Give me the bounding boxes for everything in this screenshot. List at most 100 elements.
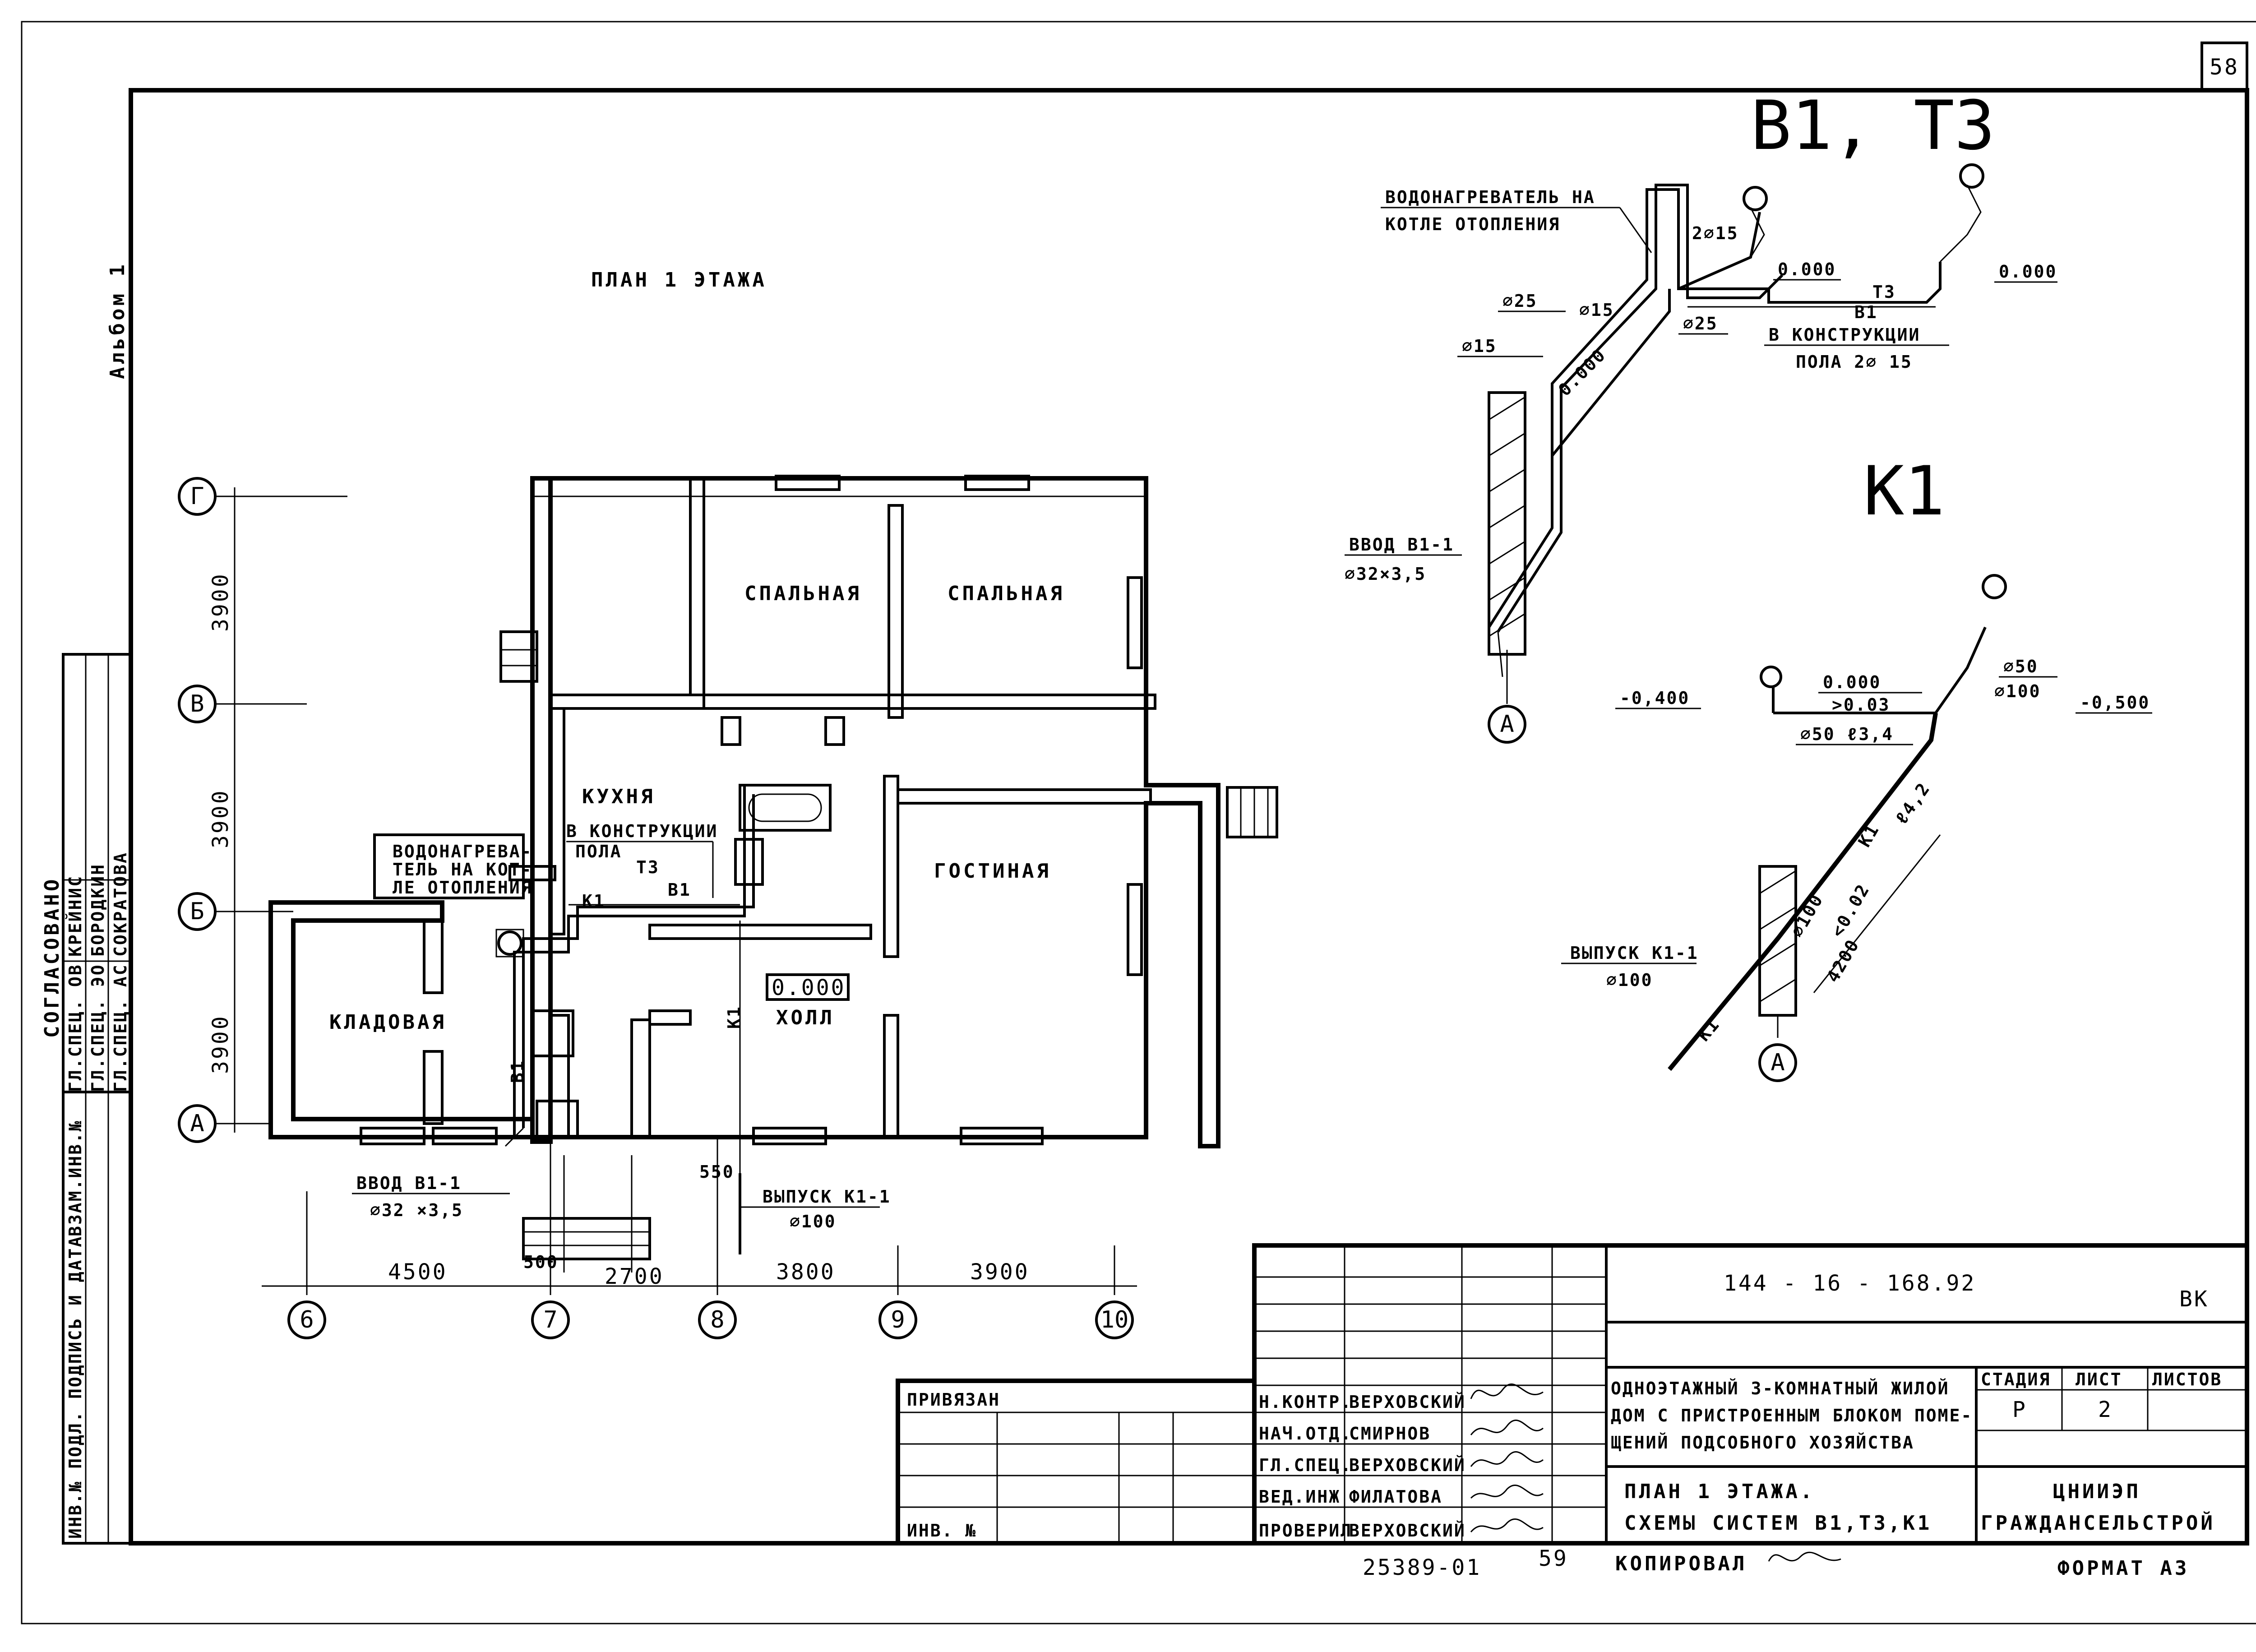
k1-lvl-left: -0,400 — [1620, 688, 1690, 708]
k1-outlet-2: ⌀100 — [1606, 970, 1653, 990]
pipe-label-k1-riser: К1 — [724, 1005, 744, 1029]
col-axis-6: 6 — [300, 1306, 314, 1333]
scheme-b1-t3: В1, Т3 ВОДОНАГРЕВАТЕЛЬ НА КОТЛЕ ОТОПЛЕНИ… — [1345, 87, 2057, 744]
k1-lvl-right: -0,500 — [2080, 693, 2150, 713]
tb-sheet: 2 — [2098, 1397, 2113, 1422]
scheme-d25b: ⌀25 — [1683, 314, 1718, 333]
scheme-b1-t3-title: В1, Т3 — [1751, 87, 1995, 165]
col-axis-8: 8 — [710, 1306, 724, 1333]
note-in-floor-2: ПОЛА — [575, 842, 622, 861]
scheme-label-b1: В1 — [1854, 302, 1878, 322]
room-kitchen: КУХНЯ — [582, 785, 655, 808]
floor-plan — [268, 475, 1278, 1273]
tb-staff-role-5: ПРОВЕРИЛ — [1259, 1521, 1352, 1541]
k1-len-4200: 4200 — [1823, 935, 1863, 986]
tb-code: 144 - 16 - 168.92 — [1724, 1271, 1976, 1296]
scheme-heater-2: КОТЛЕ ОТОПЛЕНИЯ — [1385, 214, 1560, 234]
scheme-k1: К1 А -0,400 0.000 -0,500 ⌀50 ⌀100 >0.03 … — [1561, 452, 2152, 1082]
tb-staff-role-3: ГЛ.СПЕЦ. — [1259, 1455, 1352, 1475]
col-dim-2: 2700 — [605, 1264, 664, 1289]
side-stamp-name-3: СОКРАТОВА — [111, 851, 130, 957]
plan-notes: В КОНСТРУКЦИИ ПОЛА ВОДОНАГРЕВА- ТЕЛЬ НА … — [352, 821, 890, 1272]
scheme-lvl-b: 0.000 — [1778, 259, 1836, 279]
tb-description-3: ЩЕНИЙ ПОДСОБНОГО ХОЗЯЙСТВА — [1611, 1433, 1914, 1453]
album-label: Альбом 1 — [106, 262, 129, 379]
tb-sheets-label: ЛИСТОВ — [2152, 1370, 2222, 1389]
footer-page: 59 — [1539, 1546, 1568, 1571]
footer-notes: 25389-01 59 КОПИРОВАЛ ФОРМАТ А3 — [1363, 1546, 2189, 1580]
scheme-label-t3: Т3 — [1872, 282, 1896, 302]
scheme-d15a: ⌀15 — [1462, 336, 1497, 356]
scheme-inlet-1: ВВОД В1-1 — [1349, 535, 1454, 555]
k1-lvl-mid: 0.000 — [1823, 672, 1881, 692]
title-block: ПРИВЯЗАН ИНВ. № Н.КОНТР. ВЕРХОВСКИЙ НАЧ.… — [896, 1243, 2249, 1546]
k1-slope-b: <0.02 — [1827, 880, 1874, 940]
scheme-k1-title: К1 — [1863, 452, 1945, 531]
k1-outlet-1: ВЫПУСК К1-1 — [1570, 943, 1699, 963]
side-stamp: СОГЛАСОВАНО ГЛ.СПЕЦ. ОВ КРЕЙНИС ГЛ.СПЕЦ.… — [41, 653, 132, 1545]
tb-staff-name-2: СМИРНОВ — [1349, 1424, 1431, 1444]
k1-d100b: ⌀100 — [1787, 890, 1827, 941]
footer-copied: КОПИРОВАЛ — [1615, 1552, 1747, 1575]
tb-attached: ПРИВЯЗАН — [907, 1390, 1000, 1410]
note-heater-1: ВОДОНАГРЕВА- — [393, 842, 533, 861]
footer-format: ФОРМАТ А3 — [2057, 1557, 2189, 1580]
pipe-label-b1-riser: В1 — [508, 1060, 527, 1083]
k1-slope-a: >0.03 — [1832, 695, 1890, 715]
scheme-heater-1: ВОДОНАГРЕВАТЕЛЬ НА — [1385, 187, 1595, 207]
row-dim-2: 3900 — [208, 789, 233, 848]
scheme-b1-t3-axis: А — [1500, 711, 1514, 738]
tb-staff-name-3: ВЕРХОВСКИЙ — [1349, 1455, 1466, 1475]
side-stamp-role-2: ГЛ.СПЕЦ. ЭО — [88, 963, 108, 1092]
scheme-inlet-2: ⌀32×3,5 — [1345, 564, 1426, 584]
row-dim-1: 3900 — [208, 572, 233, 632]
plan-inlet-2: ⌀32 ×3,5 — [370, 1200, 463, 1220]
plan-dim-550: 550 — [699, 1162, 735, 1182]
k1-d100a: ⌀100 — [1994, 681, 2041, 701]
side-stamp-role-1: ГЛ.СПЕЦ. ОВ — [65, 963, 85, 1092]
row-axis-g: Г — [190, 483, 204, 510]
tb-description-2: ДОМ С ПРИСТРОЕННЫМ БЛОКОМ ПОМЕ- — [1611, 1406, 1973, 1425]
tb-staff-name-1: ВЕРХОВСКИЙ — [1349, 1392, 1466, 1412]
grid-axes: Г В Б А 3900 3900 3900 6 7 8 9 10 4500 2… — [178, 477, 1137, 1339]
tb-stage: Р — [2012, 1397, 2027, 1422]
tb-description-1: ОДНОЭТАЖНЫЙ 3-КОМНАТНЫЙ ЖИЛОЙ — [1611, 1379, 1949, 1398]
plan-title: ПЛАН 1 ЭТАЖА — [591, 268, 767, 292]
side-stamp-name-1: КРЕЙНИС — [65, 875, 85, 957]
tb-section: ВК — [2179, 1286, 2209, 1312]
scheme-d15b: ⌀15 — [1579, 300, 1614, 320]
note-in-floor-1: В КОНСТРУКЦИИ — [566, 821, 718, 841]
scheme-in-floor-2: ПОЛА 2⌀ 15 — [1796, 352, 1913, 372]
tb-staff-name-5: ВЕРХОВСКИЙ — [1349, 1521, 1466, 1541]
side-stamp-role-3: ГЛ.СПЕЦ. АС — [111, 963, 130, 1092]
k1-d50-len: ⌀50 ℓ3,4 — [1800, 724, 1894, 744]
plan-pipes: Т3 В1 К1 К1 В1 — [504, 785, 755, 1254]
tb-org-2: ГРАЖДАНСЕЛЬСТРОЙ — [1981, 1511, 2215, 1535]
room-labels: СПАЛЬНАЯ СПАЛЬНАЯ КУХНЯ ГОСТИНАЯ ХОЛЛ КЛ… — [329, 582, 1062, 1034]
tb-sheet-label: ЛИСТ — [2076, 1370, 2122, 1389]
note-heater-3: ЛЕ ОТОПЛЕНИЯ — [393, 878, 533, 898]
scheme-d15x2: 2⌀15 — [1692, 223, 1739, 243]
k1-d50: ⌀50 — [2003, 657, 2039, 676]
pipe-label-k1: К1 — [582, 891, 606, 911]
scheme-d25a: ⌀25 — [1502, 291, 1538, 311]
plan-outlet-2: ⌀100 — [790, 1212, 837, 1231]
pipe-label-t3: Т3 — [636, 857, 660, 877]
plan-dim-500: 500 — [523, 1252, 559, 1272]
tb-sheet-title-2: СХЕМЫ СИСТЕМ В1,Т3,К1 — [1624, 1512, 1932, 1535]
col-axis-7: 7 — [543, 1306, 557, 1333]
sheet-number: 58 — [2210, 55, 2239, 80]
k1-label: К1 — [1854, 820, 1883, 851]
note-heater-2: ТЕЛЬ НА КОТ- — [393, 860, 533, 879]
room-storage: КЛАДОВАЯ — [329, 1011, 447, 1034]
room-living: ГОСТИНАЯ — [934, 860, 1051, 883]
side-field-2: ПОДПИСЬ И ДАТА — [65, 1236, 85, 1399]
row-axis-a: А — [190, 1110, 204, 1137]
pipe-label-b1: В1 — [668, 880, 691, 900]
side-field-3: ВЗАМ.ИНВ.№ — [65, 1120, 85, 1236]
plan-inlet-1: ВВОД В1-1 — [356, 1173, 462, 1193]
room-bedroom-1: СПАЛЬНАЯ — [744, 582, 862, 605]
tb-staff-name-4: ФИЛАТОВА — [1349, 1487, 1442, 1507]
scheme-lvl-c: 0.000 — [1999, 262, 2057, 282]
